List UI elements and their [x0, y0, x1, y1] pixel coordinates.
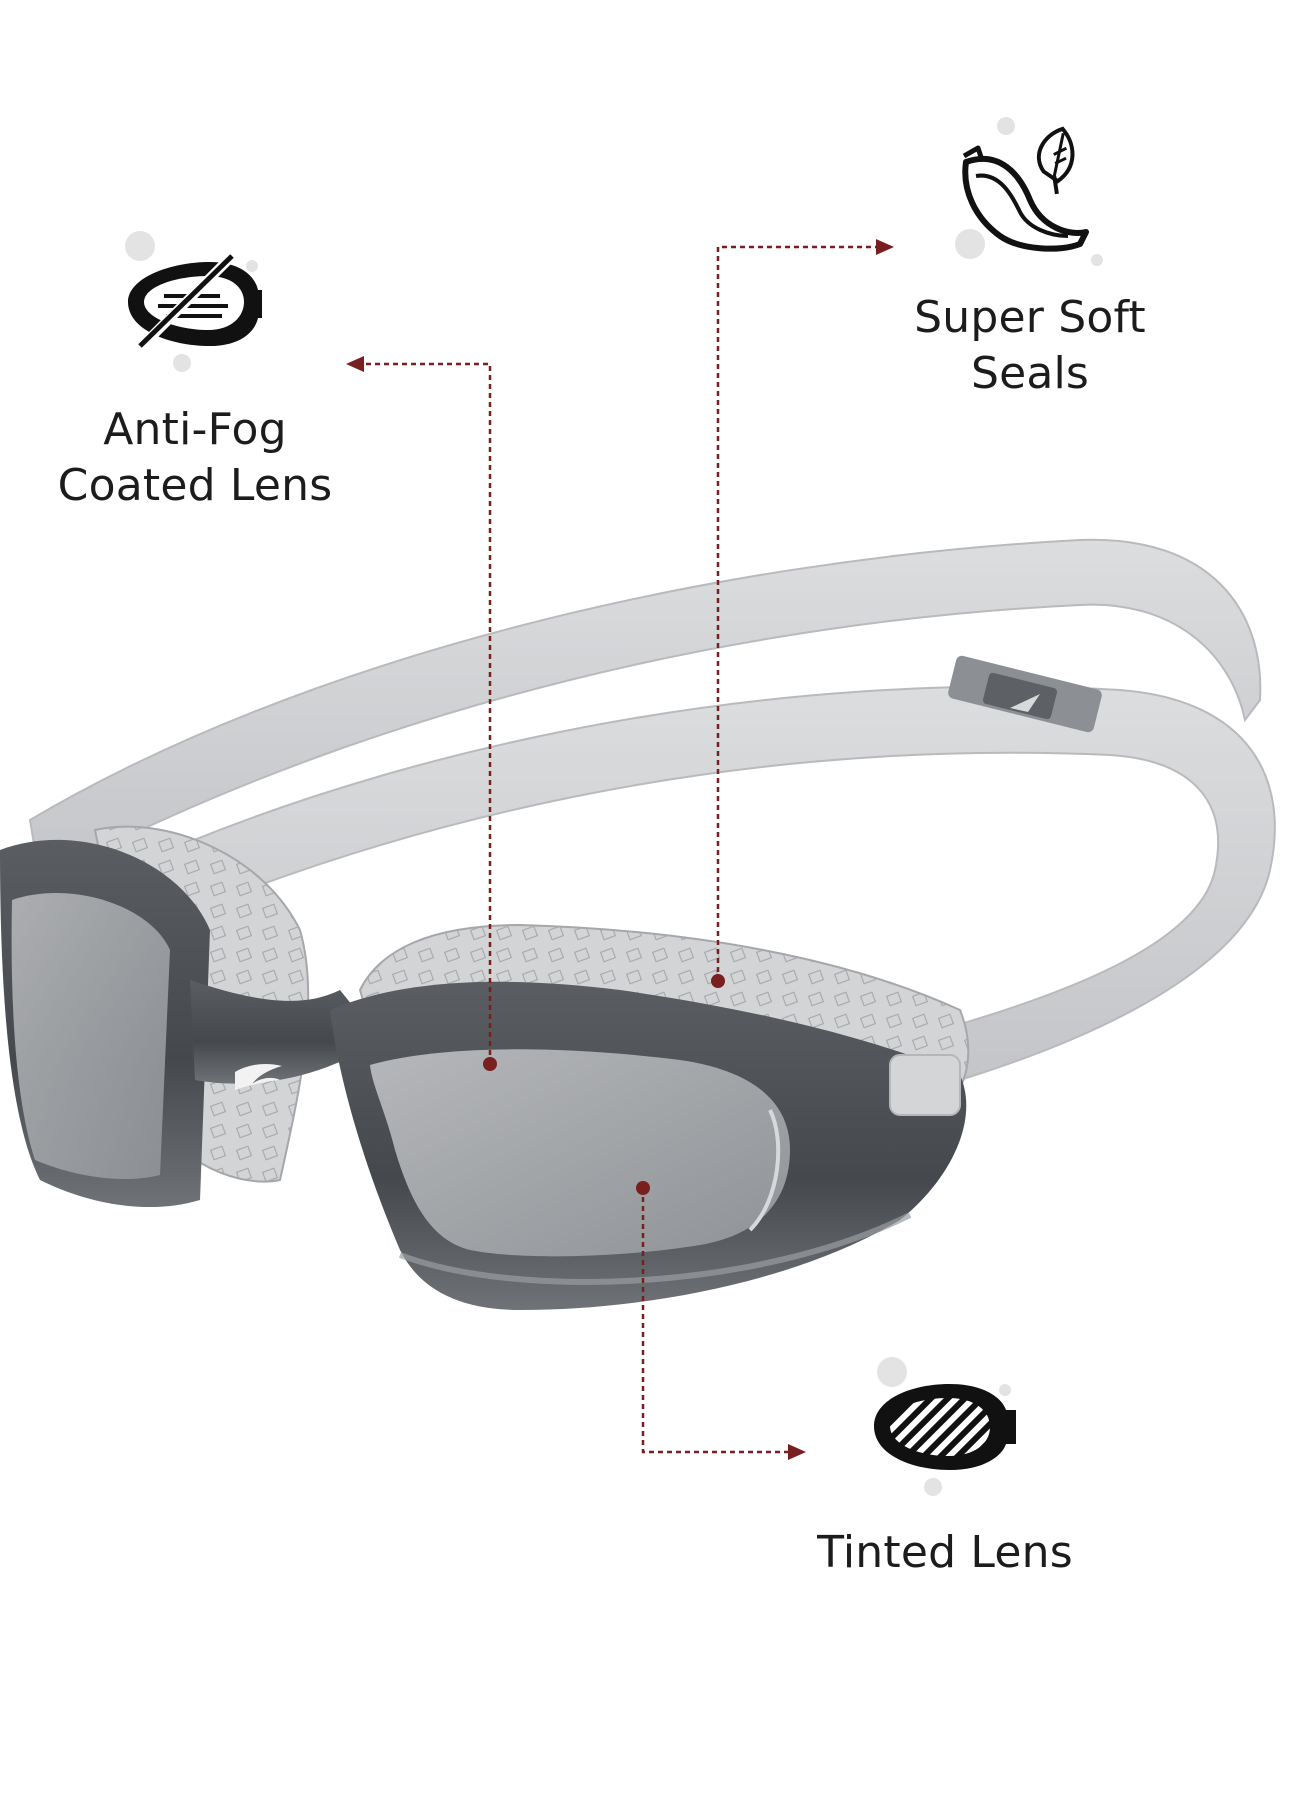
anti-fog-label-line1: Anti-Fog: [103, 404, 287, 455]
soft-seals-label-line1: Super Soft: [914, 292, 1146, 343]
soft-seals-label-line2: Seals: [970, 348, 1090, 399]
left-lens: [11, 893, 171, 1180]
callout-tinted: [636, 1181, 806, 1460]
callout-anti-fog: [346, 356, 497, 1071]
nose-bridge: [190, 980, 380, 1084]
strap-front: [58, 685, 1276, 1082]
callout-soft-seals: [711, 239, 894, 988]
strap-buckle: [948, 655, 1102, 733]
tinted-lens-label-line1: Tinted Lens: [817, 1527, 1073, 1578]
strap-back: [28, 538, 1262, 882]
tinted-lens-label: Tinted Lens: [780, 1525, 1110, 1581]
anti-fog-lens-icon: [125, 231, 262, 372]
soft-seals-label: Super Soft Seals: [880, 290, 1180, 402]
anti-fog-label: Anti-Fog Coated Lens: [30, 402, 360, 514]
anti-fog-label-line2: Coated Lens: [57, 460, 333, 511]
speedo-boomerang-logo: [235, 1064, 282, 1090]
tinted-lens-icon: [874, 1357, 1016, 1496]
right-lens: [370, 1049, 790, 1257]
goggles-product-image: [0, 538, 1276, 1310]
soft-seal-feather-icon: [955, 117, 1103, 266]
